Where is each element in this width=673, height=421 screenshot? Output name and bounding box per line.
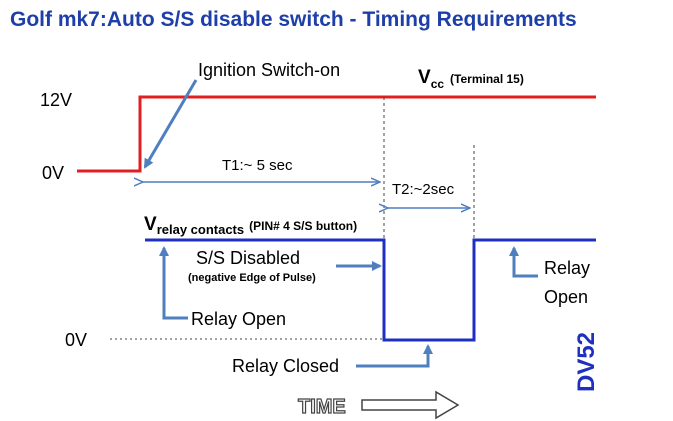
label-time: TIME	[298, 396, 346, 418]
relay-open-left-arrow	[159, 246, 188, 320]
time-arrow-icon	[361, 390, 460, 420]
label-0v-bottom: 0V	[65, 330, 87, 350]
label-ignition: Ignition Switch-on	[198, 60, 340, 80]
relay-waveform	[145, 238, 596, 342]
label-relay-open-left: Relay Open	[191, 309, 286, 329]
label-relay-open-right-2: Open	[544, 287, 588, 307]
diagram-title: Golf mk7:Auto S/S disable switch - Timin…	[10, 8, 577, 31]
label-0v-top: 0V	[42, 163, 64, 183]
vcc-waveform	[77, 95, 596, 173]
label-ss-disabled: S/S Disabled	[196, 248, 300, 268]
label-ss-note: (negative Edge of Pulse)	[188, 272, 316, 284]
label-relay-closed: Relay Closed	[232, 356, 339, 376]
label-relay-open-right-1: Relay	[544, 258, 590, 278]
label-vcc: Vcc(Terminal 15)	[418, 67, 524, 91]
label-t1: T1:~ 5 sec	[222, 157, 293, 174]
relay-open-right-arrow	[509, 246, 538, 278]
dv52-badge: DV52	[573, 332, 600, 392]
ignition-arrow	[143, 79, 198, 169]
label-12v: 12V	[40, 90, 72, 110]
relay-closed-arrow	[356, 344, 433, 368]
label-vrelay: Vrelay contacts(PIN# 4 S/S button)	[144, 214, 357, 237]
label-t2: T2:~2sec	[392, 181, 455, 198]
